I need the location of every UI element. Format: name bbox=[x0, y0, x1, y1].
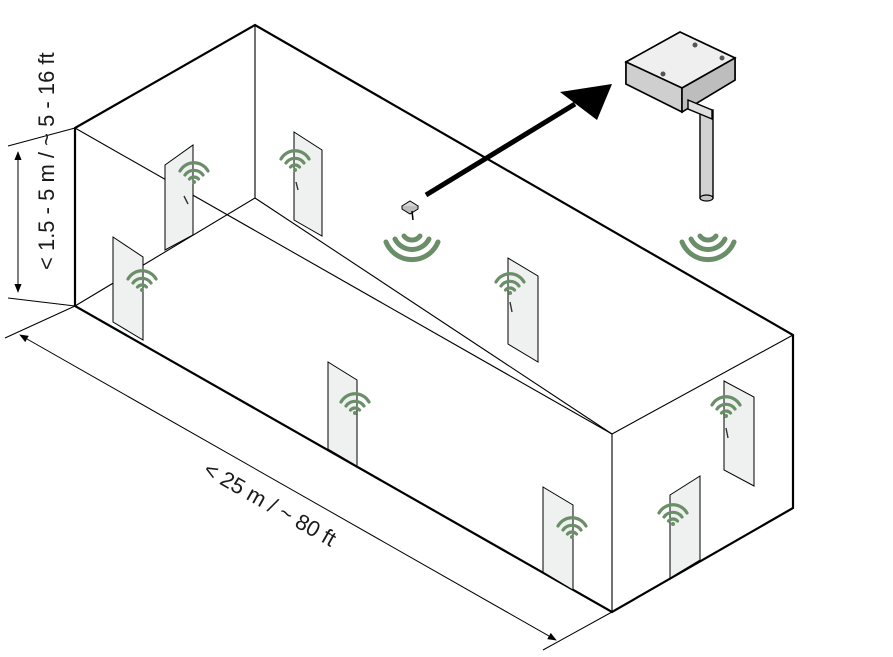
wifi-signal-icon bbox=[386, 236, 438, 260]
door bbox=[112, 236, 144, 341]
wifi-signal-icon bbox=[682, 236, 734, 260]
door-handles bbox=[183, 181, 729, 439]
gateway-device-icon bbox=[624, 31, 737, 260]
door bbox=[542, 486, 574, 591]
door bbox=[293, 131, 323, 237]
doors bbox=[112, 131, 755, 591]
door bbox=[669, 475, 701, 579]
length-dimension: < 25 m / ~ 80 ft bbox=[4, 305, 613, 651]
arrow-icon bbox=[424, 84, 612, 198]
length-label: < 25 m / ~ 80 ft bbox=[200, 457, 341, 552]
height-label: < 1.5 - 5 m / ~ 5 - 16 ft bbox=[34, 52, 59, 270]
door bbox=[164, 144, 194, 251]
door bbox=[327, 361, 358, 467]
height-dimension: < 1.5 - 5 m / ~ 5 - 16 ft bbox=[7, 52, 76, 307]
ceiling-gateway-icon bbox=[386, 200, 438, 260]
